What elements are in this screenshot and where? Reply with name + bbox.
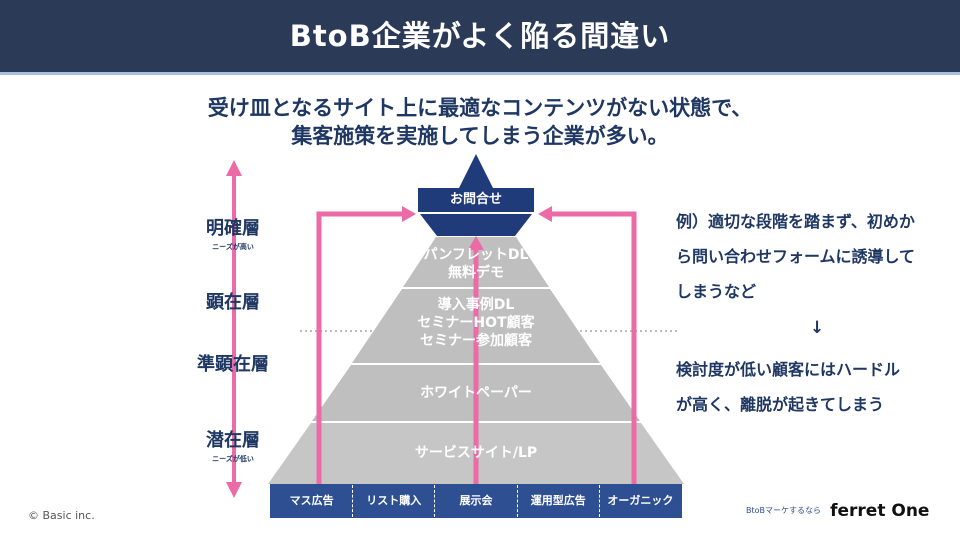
channel-mass-ads: マス広告 bbox=[271, 485, 354, 517]
channel-organic: オーガニック bbox=[607, 494, 674, 507]
copyright: © Basic inc. bbox=[28, 509, 95, 522]
bypass-arrow-left bbox=[316, 206, 416, 484]
brand-wordmark: ferret One bbox=[830, 500, 930, 521]
brand-logo: BtoBマーケするなら ferret One bbox=[746, 500, 929, 521]
pyramid-top-band bbox=[420, 214, 532, 236]
bypass-arrow-right bbox=[538, 206, 637, 484]
pyramid-tier-2-text: 導入事例DL セミナーHOT顧客 セミナー参加顧客 bbox=[417, 297, 535, 349]
layer-label-3: 準顕在層 bbox=[197, 354, 269, 375]
page-title: BtoB企業がよく陥る間違い bbox=[289, 19, 671, 53]
acquisition-channels: マス広告 リスト購入 展示会 運用型広告 オーガニック bbox=[270, 484, 682, 518]
right-note-result: 検討度が低い顧客にはハードル が高く、離脱が起きてしまう bbox=[676, 360, 901, 414]
pyramid-top-label: お問合せ bbox=[449, 192, 502, 207]
channel-list-purchase: リスト購入 bbox=[353, 485, 436, 517]
layer-label-2: 顕在層 bbox=[206, 292, 260, 313]
bypass-arrow-center bbox=[468, 236, 484, 484]
layer-label-4: 潜在層 ニーズが低い bbox=[206, 430, 260, 463]
subtitle-line-2: 集客施策を実施してしまう企業が多い。 bbox=[291, 124, 669, 148]
pyramid-apex bbox=[459, 154, 493, 188]
pyramid-tier-4-text: サービスサイト/LP bbox=[414, 445, 538, 461]
layer-label-1: 明確層 ニーズが高い bbox=[206, 218, 260, 251]
channel-performance-ads: 運用型広告 bbox=[518, 485, 600, 517]
header-divider bbox=[0, 72, 960, 75]
channel-exhibition: 展示会 bbox=[435, 485, 518, 517]
right-note-example: 例）適切な段階を踏まず、初めか ら問い合わせフォームに誘導して しまうなど bbox=[676, 212, 916, 301]
header-bar bbox=[0, 0, 960, 72]
pyramid-tier-1-text: パンフレットDL 無料デモ bbox=[423, 247, 529, 281]
down-arrow-icon: ↓ bbox=[810, 318, 825, 338]
pyramid-tier-3-text: ホワイトペーパー bbox=[420, 385, 532, 401]
pyramid-top-box bbox=[418, 188, 534, 212]
subtitle-line-1: 受け皿となるサイト上に最適なコンテンツがない状態で、 bbox=[207, 96, 753, 120]
brand-tagline: BtoBマーケするなら bbox=[746, 506, 822, 515]
layer-axis-arrow bbox=[226, 160, 242, 498]
